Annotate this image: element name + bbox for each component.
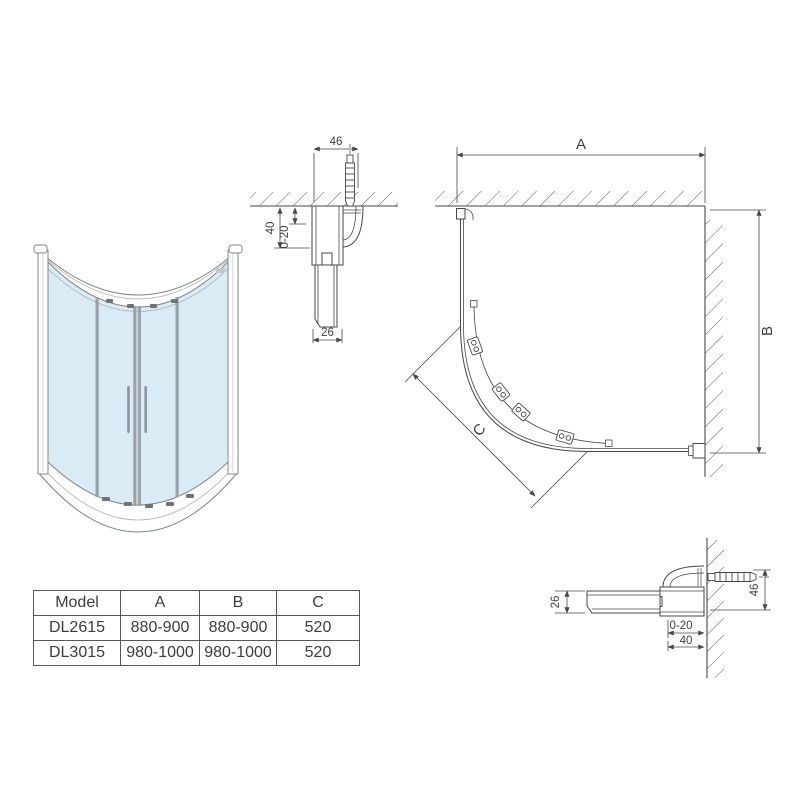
dim-b-cell: 980-1000 (199, 640, 277, 666)
door-handles (127, 386, 147, 433)
dim-40-label: 40 (680, 635, 693, 647)
corner-cap (228, 244, 243, 254)
dim-46-label: 46 (749, 584, 761, 597)
dimension-a (456, 147, 706, 203)
corner-cap (33, 244, 48, 254)
sliding-door-edge (473, 306, 610, 444)
glass-edge (586, 590, 661, 614)
dim-0-20-label: 0-20 (279, 225, 291, 248)
col-header-c: C (276, 590, 360, 616)
roller (467, 336, 483, 356)
dimension-c (404, 325, 588, 509)
wall-bracket-top (456, 208, 466, 220)
screw-anchor-icon (707, 572, 769, 582)
dim-c-label: C (470, 420, 490, 439)
dimensions (555, 569, 771, 651)
door-stiles (95, 297, 179, 506)
glass-clamp (321, 252, 333, 266)
roller-clips (106, 299, 178, 308)
brand-logo-mark (216, 268, 225, 273)
wall-profile-section (586, 565, 705, 617)
col-header-a: A (120, 590, 200, 616)
dim-b-cell: 880-900 (199, 615, 277, 641)
dim-c-cell: 520 (276, 640, 360, 666)
wall-hatching (435, 191, 723, 477)
side-section-detail: 46 0-20 40 26 (550, 538, 771, 678)
bottom-guides (102, 494, 194, 508)
dim-a-label: A (576, 136, 586, 153)
dim-46-label: 46 (330, 136, 343, 148)
curved-glass-track (456, 208, 706, 459)
dimension-b (710, 209, 766, 454)
enclosure-rendering (33, 244, 243, 533)
table-row: DL3015 980-1000 980-1000 520 (33, 640, 360, 666)
glass-edge (314, 264, 338, 328)
wall-hatching (706, 538, 724, 678)
col-header-b: B (199, 590, 277, 616)
model-cell: DL3015 (33, 640, 121, 666)
wall-bracket-side (692, 443, 706, 459)
dim-26-label: 26 (550, 596, 562, 609)
side-frames (33, 244, 243, 475)
ceiling-hatching (250, 192, 398, 207)
plan-view: A B (404, 136, 776, 509)
dim-26-label: 26 (321, 327, 334, 339)
dim-a-cell: 980-1000 (120, 640, 200, 666)
dim-c-cell: 520 (276, 615, 360, 641)
roller (491, 382, 511, 402)
dimensions (274, 146, 359, 343)
table-row: DL2615 880-900 880-900 520 (33, 615, 360, 641)
dim-40-label: 40 (265, 222, 277, 235)
roller (511, 402, 531, 422)
top-section-detail: 46 40 0-20 26 (250, 136, 398, 343)
spec-table-header-row: Model A B C (33, 590, 360, 616)
dim-b-label: B (759, 326, 776, 336)
dim-a-cell: 880-900 (120, 615, 200, 641)
screw-anchor-icon (345, 144, 355, 207)
roller (555, 429, 575, 445)
col-header-model: Model (33, 590, 121, 616)
model-cell: DL2615 (33, 615, 121, 641)
spec-table: Model A B C DL2615 880-900 880-900 520 D… (33, 590, 360, 666)
dim-0-20-label: 0-20 (669, 620, 692, 632)
wall-profile-section (311, 205, 364, 328)
